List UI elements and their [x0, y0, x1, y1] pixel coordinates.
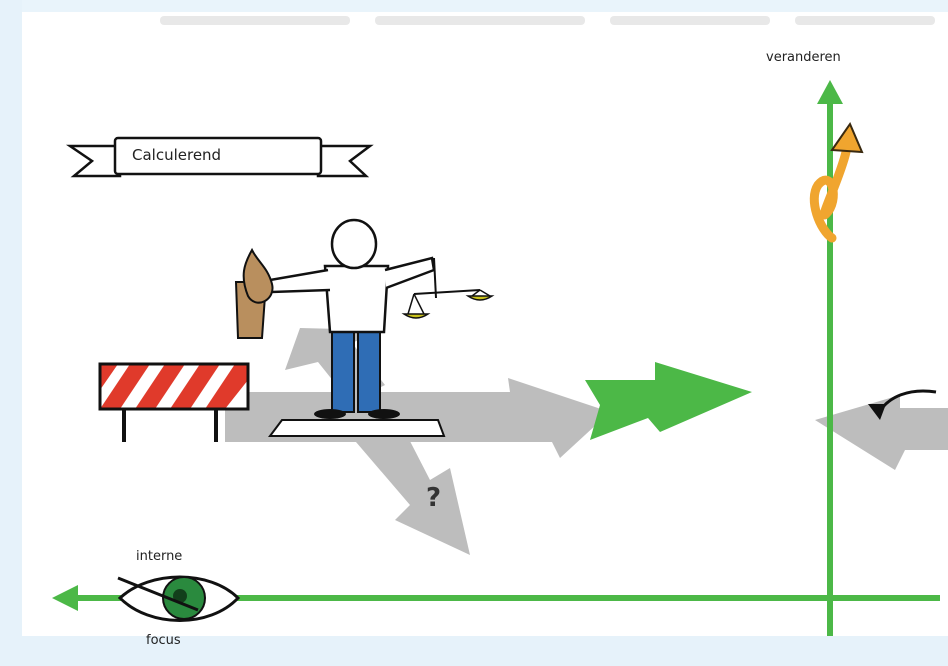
- green-arrow: [585, 362, 752, 440]
- question-mark: ?: [426, 483, 441, 513]
- faded-header-text: [160, 16, 935, 25]
- banner-label: Calculerend: [132, 146, 221, 164]
- eye-icon: [118, 577, 238, 621]
- axis-label-interne: interne: [136, 549, 182, 564]
- axis-label-focus: focus: [146, 633, 181, 648]
- curly-arrow-icon: [814, 124, 862, 238]
- axis-label-veranderen: veranderen: [766, 50, 841, 65]
